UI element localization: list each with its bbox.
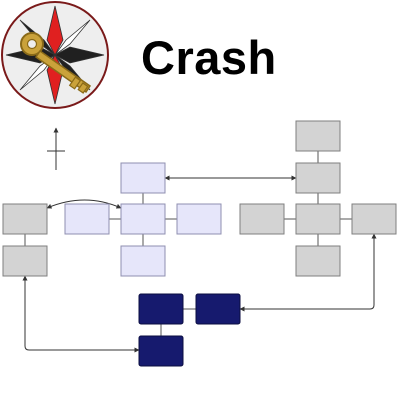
node-bottom-a	[138, 293, 184, 325]
crash-logo-icon	[1, 1, 109, 109]
node-right-mid	[295, 162, 341, 194]
node-bottom-b	[195, 293, 241, 325]
node-center-top	[120, 162, 166, 194]
arrow-bottom-right-to-right-outer	[239, 233, 377, 312]
node-right-bottom	[295, 245, 341, 277]
arrow-left-bottom-to-bottom-lower	[22, 275, 140, 353]
node-right-top	[295, 120, 341, 152]
node-right-left	[239, 203, 285, 235]
node-right-hub	[295, 203, 341, 235]
key-icon	[20, 32, 92, 94]
arrow-left-top-to-center-hub	[46, 199, 122, 209]
node-center-bottom	[120, 245, 166, 277]
node-center-right	[176, 203, 222, 235]
node-left-bottom	[2, 245, 48, 277]
node-left-top	[2, 203, 48, 235]
up-arrow-cross-icon	[47, 127, 65, 170]
node-center-left	[64, 203, 110, 235]
node-right-outer	[351, 203, 397, 235]
node-bottom-c	[138, 335, 184, 367]
node-center-hub	[120, 203, 166, 235]
app-title: Crash	[141, 31, 277, 84]
